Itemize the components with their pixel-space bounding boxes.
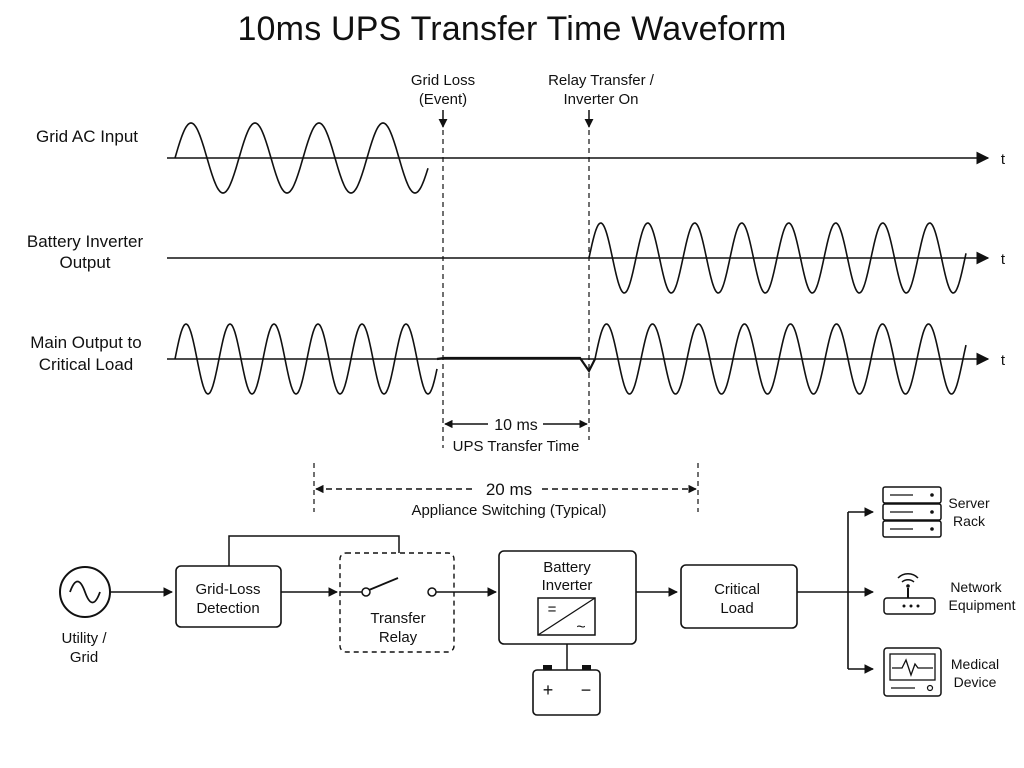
relay-label-line1: Transfer: [370, 610, 425, 627]
battery-plus: +: [543, 680, 554, 700]
grid-input-axis-t: t: [1001, 151, 1006, 168]
utility-grid-source: Utility / Grid: [59, 566, 111, 666]
network-router-icon: [883, 573, 936, 615]
main-output-waveform-before: [174, 323, 438, 395]
battery-icon: + −: [532, 644, 601, 716]
dc-ac-converter-icon: = ~: [537, 597, 596, 636]
critical-load-block: Critical Load: [680, 564, 798, 629]
load-label-line1: Critical: [714, 581, 760, 598]
relay-transfer-label-line2: Inverter On: [563, 91, 638, 108]
appliance-switching-measurement: 20 ms Appliance Switching (Typical): [313, 463, 699, 519]
relay-label-line2: Relay: [379, 629, 418, 646]
server-label-line1: Server: [948, 495, 990, 511]
appliance-switching-value: 20 ms: [486, 480, 532, 499]
grid-input-label: Grid AC Input: [36, 127, 138, 146]
main-output-label-line1: Main Output to: [30, 333, 142, 352]
medical-label-line1: Medical: [951, 656, 999, 672]
battery-inverter-block: Battery Inverter = ~: [498, 550, 637, 645]
transfer-time-measurement: 10 ms UPS Transfer Time: [444, 417, 588, 455]
load-label-line2: Load: [720, 600, 753, 617]
grid-loss-label-line2: (Event): [419, 91, 467, 108]
ac-symbol: ~: [576, 619, 585, 636]
diagram-title: 10ms UPS Transfer Time Waveform: [237, 10, 787, 48]
grid-loss-detection-block: Grid-Loss Detection: [175, 565, 282, 628]
grid-loss-label-line1: Grid Loss: [411, 72, 475, 89]
dc-symbol: =: [548, 601, 557, 618]
detection-label-line2: Detection: [196, 600, 259, 617]
load-distribution-lines: [797, 507, 874, 674]
relay-contact-right: [427, 587, 437, 597]
main-output-label-line2: Critical Load: [39, 355, 134, 374]
relay-contact-left: [361, 587, 371, 597]
utility-label-line1: Utility /: [62, 630, 108, 647]
inverter-output-label-line2: Output: [59, 253, 110, 272]
appliance-switching-caption: Appliance Switching (Typical): [411, 502, 606, 519]
relay-transfer-label-line1: Relay Transfer /: [548, 72, 655, 89]
inverter-output-label-line1: Battery Inverter: [27, 232, 144, 251]
medical-monitor-icon: [883, 647, 942, 697]
utility-label-line2: Grid: [70, 649, 98, 666]
network-label-line2: Equipment: [949, 597, 1016, 613]
main-output-dropout-segment: [436, 356, 596, 374]
network-label-line1: Network: [950, 579, 1002, 595]
sine-wave-icon: [69, 580, 101, 604]
server-rack-icon: [882, 486, 942, 538]
relay-switch-blade: [368, 577, 399, 591]
relay-transfer-marker: Relay Transfer / Inverter On: [548, 72, 655, 440]
inverter-output-waveform: [588, 222, 967, 294]
main-output-waveform-after: [594, 323, 967, 395]
grid-input-waveform: [174, 122, 429, 194]
inverter-label-line2: Inverter: [542, 577, 593, 594]
battery-minus: −: [581, 680, 592, 700]
transfer-time-caption: UPS Transfer Time: [453, 438, 580, 455]
medical-label-line2: Device: [954, 674, 997, 690]
detection-label-line1: Grid-Loss: [195, 581, 260, 598]
inverter-output-axis-t: t: [1001, 251, 1006, 268]
main-output-axis-t: t: [1001, 352, 1006, 369]
server-label-line2: Rack: [953, 513, 986, 529]
inverter-label-line1: Battery: [543, 559, 591, 576]
transfer-relay-block: Transfer Relay: [339, 552, 455, 653]
transfer-time-value: 10 ms: [494, 417, 538, 434]
grid-loss-marker: Grid Loss (Event): [411, 72, 475, 448]
